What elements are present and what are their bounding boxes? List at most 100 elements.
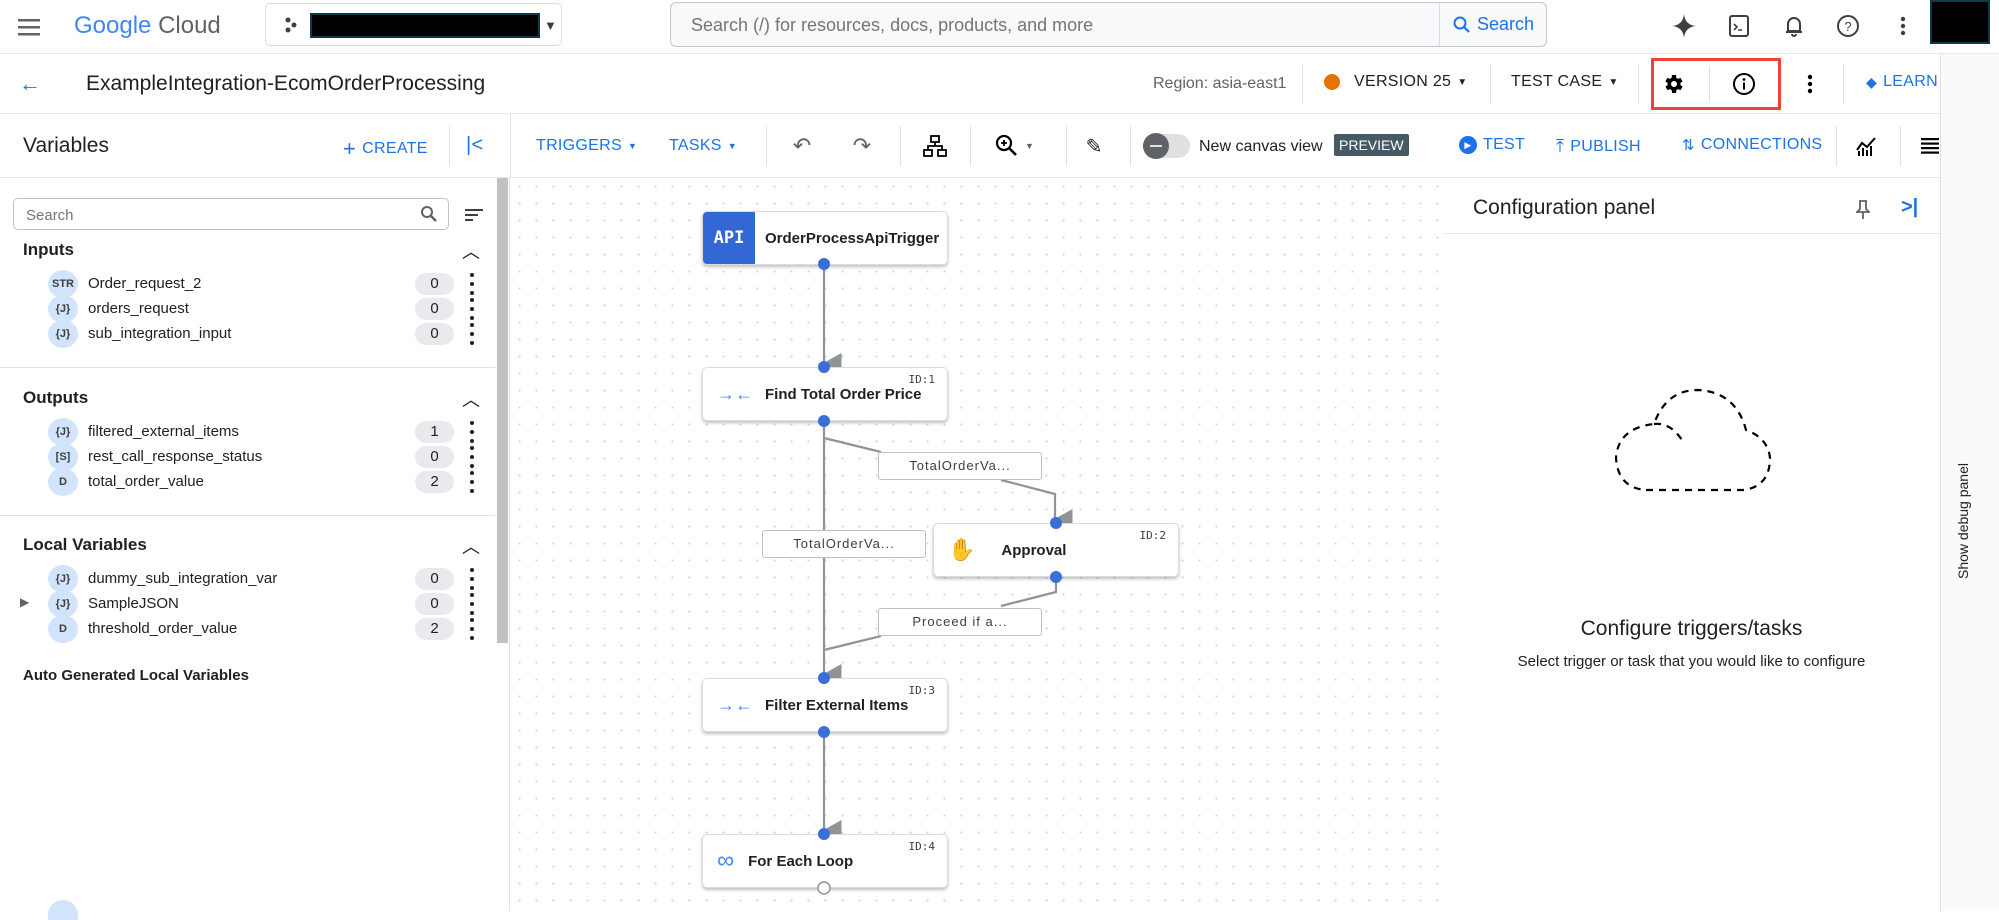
tasks-dropdown[interactable]: TASKS▼ <box>669 137 737 155</box>
more-vert-icon[interactable] <box>466 271 478 297</box>
edge-label[interactable]: TotalOrderVa... <box>762 530 926 558</box>
debug-panel-toggle[interactable]: Show debug panel <box>1940 54 1999 911</box>
bell-icon[interactable] <box>1780 12 1808 40</box>
more-vert-icon[interactable] <box>466 566 478 592</box>
task-node-4[interactable]: ∞ For Each Loop ID:4 <box>702 834 948 888</box>
info-icon[interactable] <box>1730 70 1758 98</box>
edge-label[interactable]: TotalOrderVa... <box>878 452 1042 480</box>
zoom-icon[interactable]: ▼ <box>992 132 1037 160</box>
test-case-selector[interactable]: TEST CASE ▼ <box>1511 73 1619 91</box>
filter-sort-icon[interactable] <box>465 209 483 221</box>
back-arrow-icon[interactable]: ← <box>19 71 41 96</box>
terminal-icon[interactable] <box>1725 12 1753 40</box>
version-selector[interactable]: VERSION 25 ▼ <box>1324 73 1467 91</box>
highlight-box <box>1651 58 1781 110</box>
type-icon: D <box>48 468 78 496</box>
pin-icon[interactable] <box>1856 200 1870 220</box>
usage-count: 2 <box>415 618 454 640</box>
redo-icon[interactable]: ↷ <box>852 133 872 158</box>
task-node-3[interactable]: →← Filter External Items ID:3 <box>702 678 948 732</box>
chevron-up-icon[interactable]: ︿ <box>462 390 480 410</box>
variable-name: rest_call_response_status <box>88 448 263 465</box>
more-vert-icon[interactable] <box>466 419 478 445</box>
section-local-title: Local Variables <box>23 535 147 554</box>
chevron-down-icon: ▼ <box>1608 76 1619 88</box>
more-vert-icon[interactable] <box>466 591 478 617</box>
type-icon: [S] <box>48 443 78 471</box>
learn-button[interactable]: ◆ LEARN <box>1866 73 1938 91</box>
task-node-2[interactable]: ✋ Approval ID:2 <box>933 523 1179 577</box>
create-label: CREATE <box>362 140 428 157</box>
avatar[interactable] <box>1930 0 1990 44</box>
node-label: Filter External Items <box>765 696 909 714</box>
new-canvas-label: New canvas view <box>1199 138 1323 155</box>
variable-search-input[interactable] <box>26 205 406 225</box>
project-selector[interactable]: ▼ <box>265 3 562 46</box>
variable-search-box[interactable] <box>13 198 449 230</box>
usage-count: 2 <box>415 471 454 493</box>
chevron-up-icon[interactable]: ︿ <box>462 537 480 557</box>
usage-count: 0 <box>415 568 454 590</box>
more-vert-icon[interactable] <box>466 616 478 642</box>
search-button[interactable]: Search <box>1439 3 1547 46</box>
test-button[interactable]: ▶TEST <box>1459 136 1525 154</box>
menu-icon[interactable] <box>16 14 42 40</box>
create-variable-button[interactable]: + CREATE <box>343 136 428 162</box>
task-node-1[interactable]: →← Find Total Order Price ID:1 <box>702 367 948 421</box>
edge-task1-to-task2 <box>823 436 1055 520</box>
new-canvas-toggle[interactable] <box>1143 133 1190 159</box>
edge-label[interactable]: Proceed if a... <box>878 608 1042 636</box>
chevron-down-icon: ▼ <box>627 141 638 151</box>
search-button-label: Search <box>1476 14 1535 34</box>
google-cloud-logo[interactable]: Google Cloud <box>74 12 221 40</box>
triggers-dropdown[interactable]: TRIGGERS ▼ <box>536 137 637 155</box>
region-label: Region: asia-east1 <box>1153 75 1287 92</box>
integration-canvas[interactable]: API OrderProcessApiTrigger →← Find Total… <box>511 178 1443 911</box>
logo-cloud: Cloud <box>158 12 221 39</box>
undo-icon[interactable]: ↶ <box>792 133 812 158</box>
hand-icon: ✋ <box>948 537 976 562</box>
more-vert-icon[interactable] <box>466 444 478 470</box>
more-vert-icon[interactable] <box>1895 12 1911 40</box>
magic-wand-icon[interactable]: ✎ <box>1085 135 1103 158</box>
publish-button[interactable]: ⤒PUBLISH <box>1556 136 1641 157</box>
trigger-node[interactable]: API OrderProcessApiTrigger <box>702 211 948 265</box>
analytics-icon[interactable] <box>1852 132 1880 160</box>
list-icon[interactable] <box>1918 132 1942 160</box>
more-vert-icon[interactable] <box>466 321 478 347</box>
sparkle-icon[interactable] <box>1670 12 1698 40</box>
expand-arrow-icon[interactable]: ▶ <box>20 595 30 609</box>
chevron-down-icon: ▼ <box>727 141 737 151</box>
empty-state-title: Configure triggers/tasks <box>1580 617 1803 640</box>
api-badge: API <box>703 212 755 264</box>
type-icon: {J} <box>48 295 78 323</box>
more-vert-icon[interactable] <box>1803 70 1817 98</box>
more-vert-icon[interactable] <box>466 296 478 322</box>
scrollbar[interactable] <box>497 178 508 643</box>
more-vert-icon[interactable] <box>466 469 478 495</box>
search-input[interactable] <box>691 13 1431 37</box>
collapse-right-icon[interactable]: >| <box>1901 196 1919 218</box>
gear-icon[interactable] <box>1659 70 1687 98</box>
chevron-up-icon[interactable]: ︿ <box>462 242 480 262</box>
connections-button[interactable]: ⇅CONNECTIONS <box>1682 136 1822 154</box>
plus-icon: + <box>343 136 357 161</box>
node-id: ID:1 <box>908 373 936 386</box>
help-icon[interactable]: ? <box>1834 12 1862 40</box>
type-icon: STR <box>48 270 78 298</box>
collapse-panel-button[interactable]: |< <box>466 134 484 156</box>
play-icon: ▶ <box>1459 136 1477 154</box>
redacted-project-name <box>310 13 540 38</box>
search-bar[interactable]: Search <box>670 2 1547 47</box>
auto-layout-icon[interactable] <box>921 132 949 160</box>
triggers-label: TRIGGERS <box>536 137 622 154</box>
